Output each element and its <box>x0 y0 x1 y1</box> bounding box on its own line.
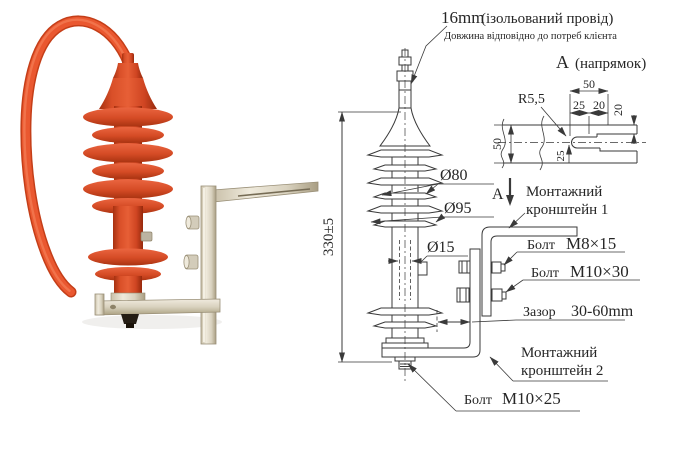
weather-shed <box>83 143 173 163</box>
wire-leader <box>410 25 448 85</box>
bolt-m10-30-size: М10×30 <box>570 262 629 281</box>
dim-25-slot: 25 <box>555 150 567 162</box>
bracket-leg-hole <box>110 304 116 310</box>
bracket2-profile <box>381 248 481 358</box>
drawing-lines <box>338 25 646 412</box>
detail-view-a <box>494 88 646 171</box>
top-cone <box>99 78 157 109</box>
gap-value: 30-60mm <box>571 303 634 320</box>
inner-rod <box>399 240 411 300</box>
bolt-m10-profile <box>456 287 507 303</box>
bracket-arm-slot <box>237 188 311 197</box>
view-title-text: (напрямок) <box>575 56 646 72</box>
weather-shed <box>92 163 164 179</box>
bracket2-label-line2: кронштейн 2 <box>521 363 603 379</box>
arrester-photo <box>83 53 173 304</box>
bolt-m10-30-prefix: Болт <box>531 266 559 281</box>
view-a-arrow-head <box>506 195 514 206</box>
mounting-bracket-photo <box>183 181 319 345</box>
bolt-m8-prefix: Болт <box>527 238 555 253</box>
weather-shed <box>83 107 173 127</box>
lead-wire <box>20 15 134 298</box>
bolt-m10-25-prefix: Болт <box>464 393 492 408</box>
bracket1-label-line2: кронштейн 1 <box>526 202 608 218</box>
bracket2-leader <box>489 356 608 382</box>
dim-25-top: 25 <box>573 98 585 112</box>
dia-80-label: Ø80 <box>440 167 468 184</box>
radius-leader <box>540 106 567 137</box>
bracket-bottom-leg-photo <box>94 293 221 316</box>
overall-height-label: 330±5 <box>321 218 337 256</box>
bracket-leg-lip <box>94 293 105 316</box>
weather-shed <box>92 127 164 143</box>
bolt-m10-25-size: М10×25 <box>502 389 561 408</box>
top-terminal <box>122 53 134 64</box>
weather-shed <box>83 179 173 199</box>
view-title-letter: А <box>556 52 569 72</box>
bracket2-label-line1: Монтажний <box>521 345 597 361</box>
gap-leader <box>471 319 625 323</box>
product-photo <box>20 15 319 345</box>
bracket1-profile <box>481 226 578 317</box>
drawing-labels: 16mm (ізольований провід) Довжина відпов… <box>321 8 646 408</box>
weather-shed <box>88 248 168 266</box>
bolt-m8-size: М8×15 <box>566 234 616 253</box>
bracket-bolt-cap-lower <box>183 255 190 269</box>
wire-type-label: (ізольований провід) <box>481 11 613 27</box>
bracket-bolt-cap-upper <box>185 216 192 229</box>
wire-size-label: 16mm <box>441 8 484 27</box>
bracket1-leader <box>508 212 526 229</box>
dia-95-label: Ø95 <box>444 200 472 217</box>
technical-drawing: 16mm (ізольований провід) Довжина відпов… <box>321 8 646 412</box>
dim-20-right: 20 <box>611 104 625 116</box>
ground-shadow <box>82 315 222 329</box>
dia80-leader <box>381 183 494 197</box>
bolt-m8-profile <box>458 260 506 274</box>
radius-label: R5,5 <box>518 92 545 107</box>
bracket-top-arm <box>212 181 319 203</box>
lower-body <box>114 276 142 298</box>
base-bolt <box>121 314 139 324</box>
bracket1-label-line1: Монтажний <box>526 184 602 200</box>
shed-profiles <box>366 149 444 329</box>
dim-50-top: 50 <box>583 77 595 91</box>
bolt-m8-leader <box>503 251 625 266</box>
wire-length-note: Довжина відповідно до потреб клієнта <box>444 31 617 42</box>
base-bolt-tip <box>126 323 134 328</box>
weather-shed <box>95 267 161 281</box>
body-tab <box>418 261 428 276</box>
body-profile <box>391 157 419 338</box>
body-terminal-tab <box>140 231 153 242</box>
cone-profile <box>379 107 431 147</box>
dim-20-top: 20 <box>593 98 605 112</box>
bolt-m10-30-leader <box>505 279 640 293</box>
dia95-leader <box>370 213 494 225</box>
gap-prefix: Зазор <box>523 305 556 320</box>
dim-50-left: 50 <box>490 138 504 150</box>
bolt-m10-25-leader <box>407 363 580 412</box>
dia15-leader <box>388 255 468 264</box>
view-a-marker: А <box>492 186 504 203</box>
top-cap <box>113 63 143 78</box>
height-ext-lines <box>338 111 401 363</box>
dia-15-label: Ø15 <box>427 239 455 256</box>
